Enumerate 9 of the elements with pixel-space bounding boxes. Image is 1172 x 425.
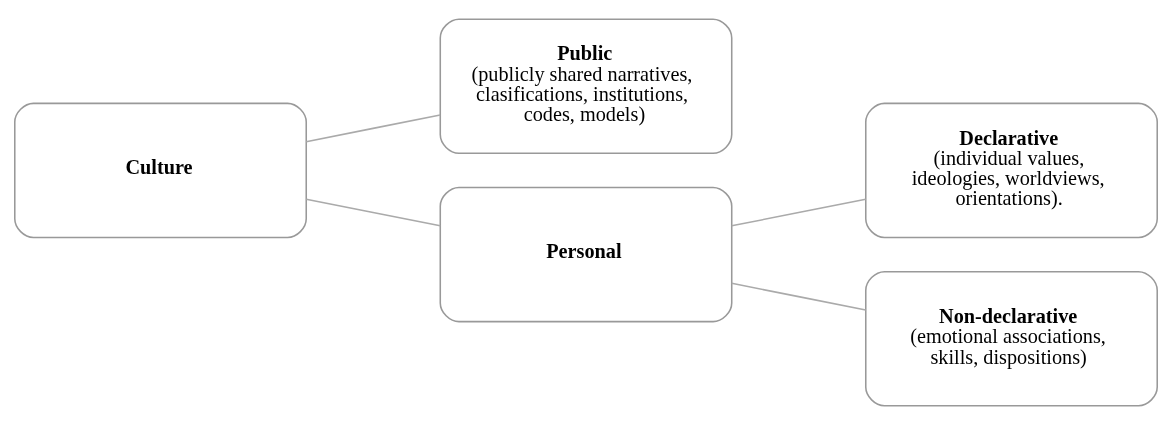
node-box: Non-declarative (emotional associations, skills, dispositions): [865, 270, 1158, 407]
connector: [730, 282, 867, 311]
connector: [730, 198, 867, 227]
node-box: Personal: [439, 186, 733, 323]
node-box: Culture: [14, 102, 307, 239]
connector: [305, 198, 441, 227]
connector: [305, 114, 441, 143]
node-box: Declarative (individual values, ideologies, worldviews, orientations).: [865, 102, 1158, 239]
node-box: Public (publicly shared narratives, clasifications, institutions, codes, models): [439, 18, 733, 155]
